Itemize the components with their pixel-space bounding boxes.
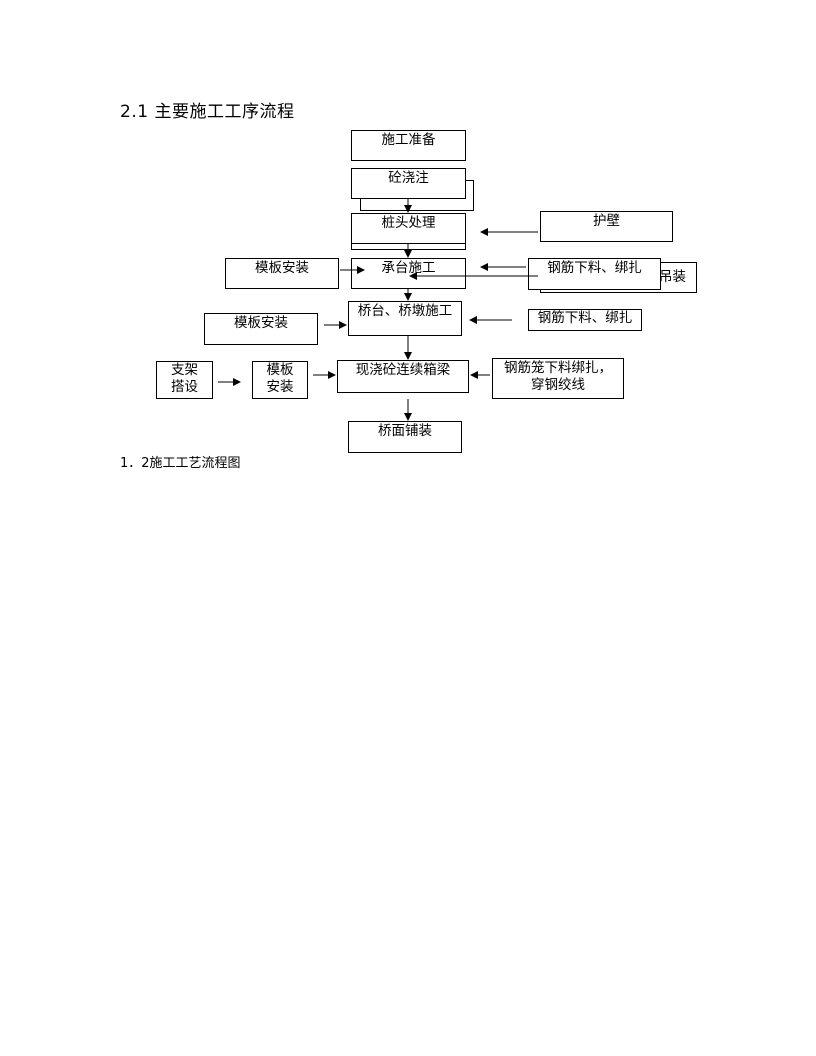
step-deck: 桥面铺装 bbox=[348, 421, 462, 453]
formwork-pier-label: 模板安装 bbox=[234, 315, 288, 331]
formwork-pier-box: 模板安装 bbox=[204, 313, 318, 345]
step-cap-label: 承台施工 bbox=[381, 260, 436, 276]
step-pour-label: 砼浇注 bbox=[388, 170, 429, 186]
hoist-label: 吊装 bbox=[659, 269, 686, 285]
step-pier-label: 桥台、桥墩施工 bbox=[357, 303, 453, 319]
step-prep: 施工准备 bbox=[351, 130, 466, 161]
step-pile-head: 桩头处理 bbox=[351, 213, 466, 244]
rebar-cap-label: 钢筋下料、绑扎 bbox=[547, 260, 642, 276]
formwork-cap-box: 模板安装 bbox=[225, 258, 339, 289]
support-label-1: 支架 bbox=[171, 362, 198, 378]
step-pier: 桥台、桥墩施工 bbox=[348, 301, 462, 336]
step-beam: 现浇砼连续箱梁 bbox=[337, 360, 469, 393]
step-cap: 承台施工 bbox=[351, 258, 466, 289]
step-beam-label: 现浇砼连续箱梁 bbox=[355, 362, 451, 378]
formwork-beam-label-2: 安装 bbox=[266, 379, 294, 395]
cage-label-2: 穿钢绞线 bbox=[531, 377, 585, 393]
rebar-cap-box: 钢筋下料、绑扎 bbox=[528, 258, 661, 290]
rebar-pier-label: 钢筋下料、绑扎 bbox=[537, 310, 633, 326]
step-pour: 砼浇注 bbox=[351, 168, 466, 199]
step-prep-label: 施工准备 bbox=[381, 132, 436, 148]
support-box: 支架 搭设 bbox=[156, 361, 213, 399]
wall-label: 护壁 bbox=[593, 213, 620, 229]
support-label-2: 搭设 bbox=[171, 379, 198, 395]
subsection-title: 1．2施工工艺流程图 bbox=[120, 456, 241, 471]
step-deck-label: 桥面铺装 bbox=[378, 423, 432, 439]
step-pile-head-label: 桩头处理 bbox=[381, 215, 436, 231]
formwork-beam-box: 模板 安装 bbox=[252, 361, 308, 399]
formwork-cap-label: 模板安装 bbox=[255, 260, 309, 276]
cage-box: 钢筋笼下料绑扎， 穿钢绞线 bbox=[492, 358, 624, 399]
rebar-pier-box: 钢筋下料、绑扎 bbox=[528, 309, 642, 331]
formwork-beam-label-1: 模板 bbox=[266, 362, 294, 378]
cage-label-1: 钢筋笼下料绑扎， bbox=[504, 360, 612, 376]
wall-box: 护壁 bbox=[540, 211, 673, 242]
section-title: 2.1 主要施工工序流程 bbox=[120, 102, 295, 122]
